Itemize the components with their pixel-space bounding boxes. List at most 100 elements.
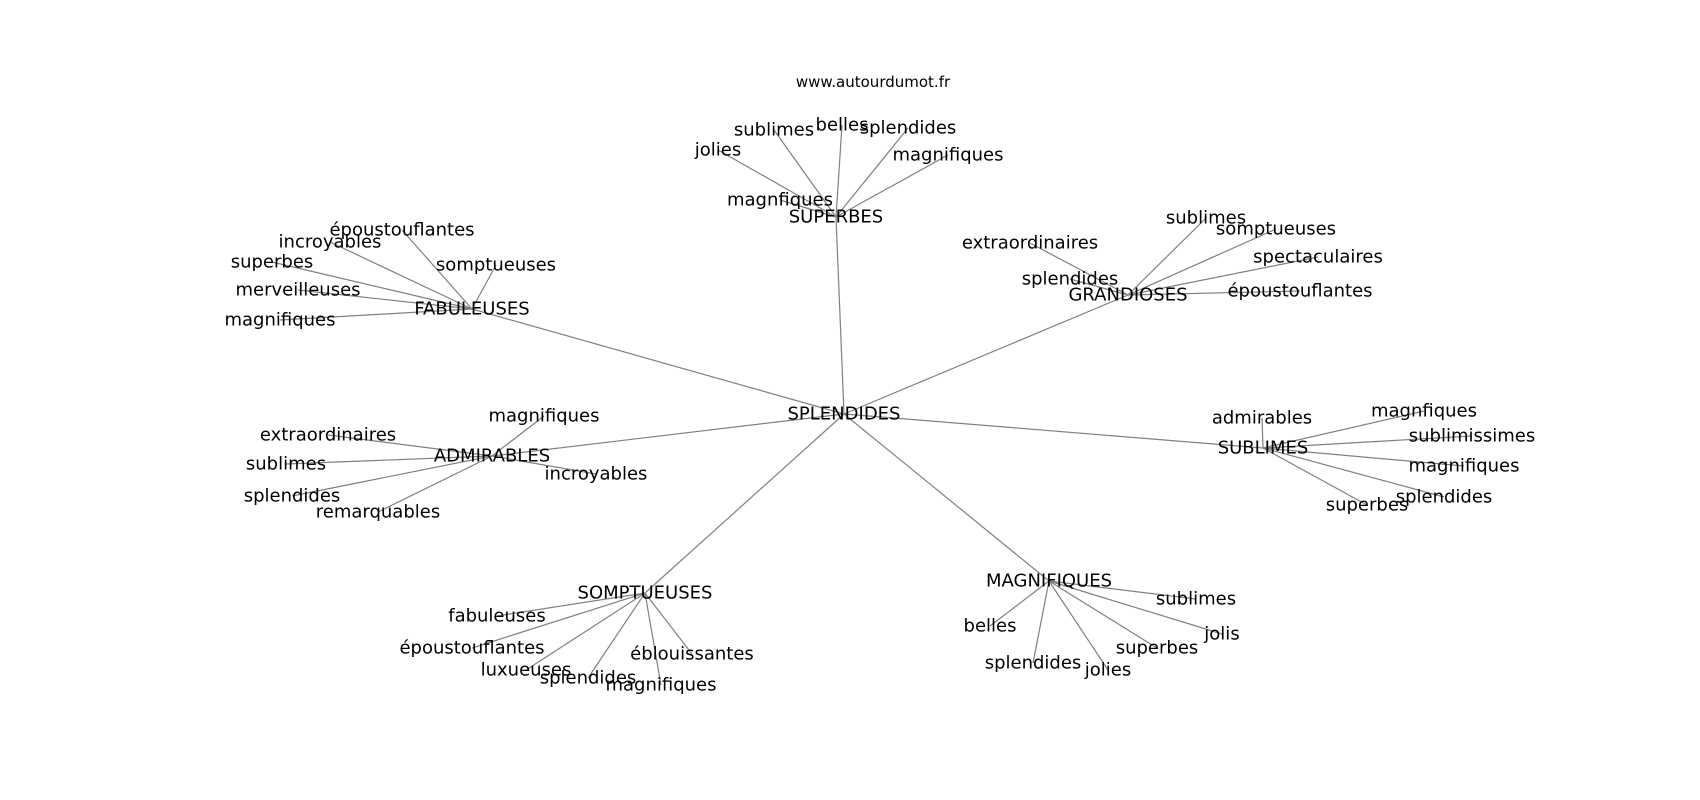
cluster-node: GRANDIOSES	[1068, 285, 1187, 306]
edge-cluster-to-leaf	[271, 261, 473, 310]
leaf-node: magnifiques	[224, 310, 335, 331]
leaf-node: splendides	[1022, 269, 1119, 290]
edge-cluster-to-leaf	[291, 455, 493, 497]
leaf-node: extraordinaires	[260, 425, 396, 446]
leaf-node: belles	[816, 115, 869, 136]
edge-cluster-to-leaf	[1029, 242, 1129, 296]
leaf-node: extraordinaires	[962, 233, 1098, 254]
leaf-node: jolies	[1084, 660, 1131, 681]
leaf-node: jolis	[1203, 624, 1239, 645]
leaf-node: superbes	[231, 252, 314, 273]
graph-edges	[271, 124, 1473, 686]
leaf-node: superbes	[1116, 638, 1199, 659]
leaf-node: somptueuses	[1216, 219, 1336, 240]
edge-cluster-to-leaf	[285, 455, 493, 465]
cluster-node: FABULEUSES	[414, 299, 529, 320]
edge-cluster-to-leaf	[297, 289, 473, 310]
leaf-node: magnfiques	[727, 190, 833, 211]
leaf-node: somptueuses	[436, 255, 556, 276]
edge-cluster-to-leaf	[989, 580, 1050, 627]
leaf-node: admirables	[1212, 408, 1312, 429]
edge-cluster-to-leaf	[401, 229, 473, 310]
edge-cluster-to-leaf	[471, 264, 497, 310]
edge-cluster-to-leaf	[1262, 447, 1368, 506]
edge-cluster-to-leaf	[1262, 410, 1425, 449]
source-watermark: www.autourdumot.fr	[795, 73, 951, 91]
edge-cluster-to-leaf	[471, 592, 646, 649]
leaf-node: magnifiques	[892, 145, 1003, 166]
edge-cluster-to-leaf	[773, 129, 837, 218]
leaf-node: jolies	[694, 140, 741, 161]
edge-cluster-to-leaf	[327, 434, 493, 457]
leaf-node: splendides	[985, 653, 1082, 674]
edge-cluster-to-leaf	[1127, 256, 1319, 296]
leaf-node: sublimissimes	[1409, 426, 1536, 447]
edge-cluster-to-leaf	[835, 124, 843, 218]
edge-cluster-to-leaf	[1048, 580, 1197, 600]
edge-root-to-cluster	[644, 413, 845, 594]
edge-cluster-to-leaf	[644, 592, 662, 686]
edge-cluster-to-leaf	[1048, 580, 1223, 635]
edge-cluster-to-leaf	[779, 199, 837, 218]
edge-cluster-to-leaf	[1069, 278, 1129, 296]
cluster-node: SUPERBES	[789, 207, 883, 228]
leaf-node: merveilleuses	[235, 280, 360, 301]
edge-cluster-to-leaf	[587, 592, 646, 679]
edge-cluster-to-leaf	[1262, 447, 1445, 498]
edge-cluster-to-leaf	[835, 127, 909, 218]
leaf-node: splendides	[540, 668, 637, 689]
leaf-node: époustouflantes	[329, 220, 474, 241]
leaf-node: fabuleuses	[448, 606, 546, 627]
leaf-node: éblouissantes	[630, 644, 754, 665]
edge-root-to-cluster	[843, 413, 1050, 582]
edge-root-to-cluster	[835, 216, 845, 415]
edge-cluster-to-leaf	[279, 308, 473, 321]
edge-cluster-to-leaf	[1127, 290, 1301, 296]
cluster-node: SUBLIMES	[1218, 438, 1309, 459]
edge-cluster-to-leaf	[491, 455, 597, 475]
edge-cluster-to-leaf	[1261, 417, 1264, 449]
edge-cluster-to-leaf	[1048, 580, 1109, 671]
leaf-node: splendides	[1396, 487, 1493, 508]
cluster-node: MAGNIFIQUES	[986, 571, 1112, 592]
leaf-node: époustouflantes	[399, 638, 544, 659]
leaf-node: sublimes	[1156, 589, 1236, 610]
leaf-node: splendides	[860, 118, 957, 139]
edge-cluster-to-leaf	[1262, 435, 1473, 449]
edge-root-to-cluster	[843, 294, 1129, 415]
edge-cluster-to-leaf	[835, 154, 949, 218]
edge-root-to-cluster	[491, 413, 845, 457]
leaf-node: splendides	[244, 486, 341, 507]
edge-root-to-cluster	[471, 308, 845, 415]
edge-cluster-to-leaf	[1262, 447, 1465, 467]
edge-root-to-cluster	[843, 413, 1264, 449]
leaf-node: époustouflantes	[1227, 281, 1372, 302]
edge-cluster-to-leaf	[1048, 580, 1158, 649]
leaf-node: sublimes	[734, 120, 814, 141]
edge-cluster-to-leaf	[377, 455, 493, 513]
leaf-node: magnifiques	[488, 406, 599, 427]
edge-cluster-to-leaf	[1032, 580, 1050, 664]
leaf-node: sublimes	[1166, 208, 1246, 229]
edge-cluster-to-leaf	[491, 415, 545, 457]
leaf-node: incroyables	[279, 232, 382, 253]
leaf-node: spectaculaires	[1253, 247, 1383, 268]
leaf-node: belles	[964, 616, 1017, 637]
cluster-node: SOMPTUEUSES	[578, 583, 713, 604]
leaf-node: superbes	[1326, 495, 1409, 516]
edge-cluster-to-leaf	[525, 592, 646, 671]
leaf-node: luxueuses	[481, 660, 572, 681]
leaf-node: incroyables	[545, 464, 648, 485]
leaf-node: remarquables	[316, 502, 440, 523]
leaf-node: magnfiques	[1371, 401, 1477, 422]
edge-cluster-to-leaf	[644, 592, 693, 655]
edge-cluster-to-leaf	[1127, 228, 1277, 296]
cluster-node: ADMIRABLES	[434, 446, 550, 467]
edge-cluster-to-leaf	[717, 149, 837, 218]
leaf-node: sublimes	[246, 454, 326, 475]
root-node: SPLENDIDES	[788, 404, 901, 425]
edge-cluster-to-leaf	[329, 241, 473, 310]
edge-cluster-to-leaf	[496, 592, 646, 617]
